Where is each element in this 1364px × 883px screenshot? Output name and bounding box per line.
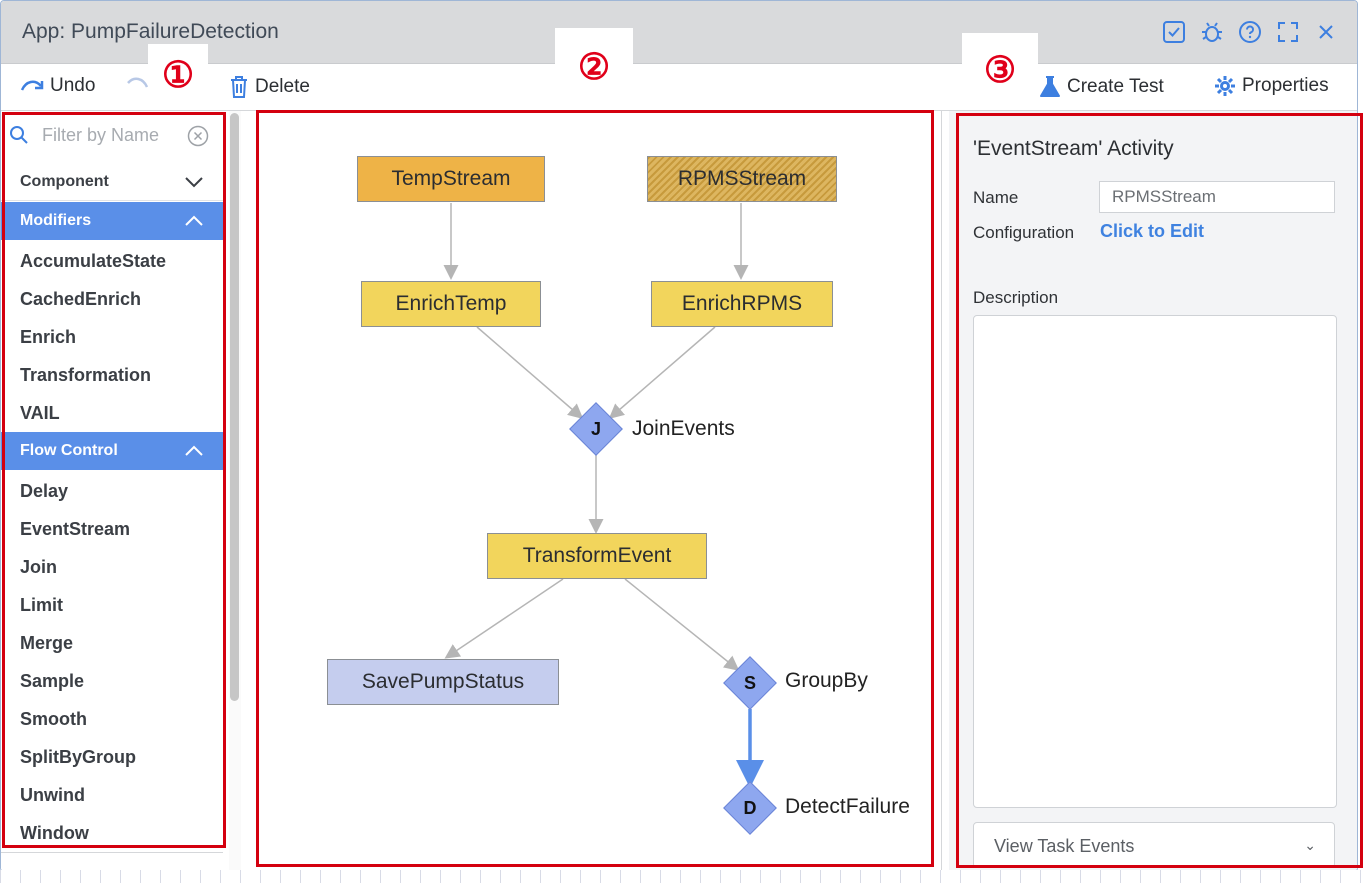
fullscreen-icon[interactable] — [1275, 19, 1301, 45]
window-title: App: PumpFailureDetection — [22, 20, 279, 43]
palette-item-delay[interactable]: Delay — [20, 481, 69, 501]
flow-canvas[interactable]: TempStream RPMSStream EnrichTemp EnrichR… — [247, 111, 942, 871]
annotation-callout-3: ③ — [962, 33, 1038, 106]
filter-placeholder: Filter by Name — [42, 125, 160, 145]
section-modifiers[interactable]: Modifiers — [1, 202, 223, 240]
node-label: GroupBy — [785, 669, 868, 692]
annotation-callout-1: ① — [148, 44, 208, 106]
canvas-grid-edge — [0, 870, 1364, 883]
node-joinevents[interactable]: J — [569, 402, 623, 456]
palette-item-eventstream[interactable]: EventStream — [20, 519, 131, 539]
view-task-events-label: View Task Events — [994, 836, 1135, 856]
redo-icon — [127, 77, 149, 88]
edge-enrichrpms-joinevents[interactable] — [608, 326, 716, 419]
name-input[interactable]: RPMSStream — [1099, 181, 1335, 213]
node-savepumpstatus[interactable]: SavePumpStatus — [327, 659, 559, 705]
view-task-events-dropdown[interactable]: View Task Events ⌄ — [973, 822, 1335, 868]
palette-item-cachedenrich[interactable]: CachedEnrich — [20, 289, 142, 309]
node-groupby[interactable]: S — [723, 656, 777, 710]
chevron-up-icon — [185, 445, 203, 456]
activity-palette: Filter by Name Component Modifiers Accum… — [1, 111, 227, 871]
node-label: DetectFailure — [785, 795, 910, 818]
node-label: JoinEvents — [632, 417, 735, 440]
undo-icon — [20, 80, 44, 91]
redo-button[interactable] — [125, 75, 149, 91]
palette-item-join[interactable]: Join — [20, 557, 58, 577]
palette-item-limit[interactable]: Limit — [20, 595, 63, 615]
clear-filter-icon[interactable] — [187, 125, 209, 147]
palette-item-vail[interactable]: VAIL — [20, 403, 60, 423]
node-type-letter: S — [743, 672, 756, 693]
node-detectfailure[interactable]: D — [723, 781, 777, 835]
chevron-down-icon: ⌄ — [1304, 837, 1316, 853]
edge-enrichtemp-joinevents[interactable] — [476, 326, 584, 419]
delete-button[interactable]: Delete — [229, 75, 310, 99]
edge-transformevent-groupby[interactable] — [624, 578, 740, 671]
palette-item-splitbygroup[interactable]: SplitByGroup — [20, 747, 136, 767]
annotation-box-1 — [2, 112, 226, 848]
flow-connectors — [443, 203, 764, 788]
create-test-button[interactable]: Create Test — [1039, 75, 1164, 99]
node-tempstream[interactable]: TempStream — [357, 156, 545, 202]
name-label: Name — [973, 188, 1019, 207]
checkbox-icon[interactable] — [1161, 19, 1187, 45]
section-label: Component — [20, 172, 109, 190]
properties-button[interactable]: Properties — [1214, 75, 1329, 97]
section-component[interactable]: Component — [1, 163, 223, 201]
undo-label: Undo — [50, 75, 96, 96]
title-bar: App: PumpFailureDetection — [1, 1, 1357, 64]
description-textarea[interactable] — [973, 315, 1337, 808]
node-rpmsstream-selected[interactable]: RPMSStream — [647, 156, 837, 202]
configuration-label: Configuration — [973, 223, 1075, 242]
node-type-letter: J — [590, 418, 601, 439]
create-test-label: Create Test — [1067, 76, 1164, 97]
palette-item-sample[interactable]: Sample — [20, 671, 85, 691]
flask-icon — [1040, 76, 1060, 97]
palette-item-unwind[interactable]: Unwind — [20, 785, 85, 805]
callout-number: ③ — [983, 48, 1017, 90]
close-icon[interactable] — [1313, 19, 1339, 45]
callout-number: ② — [577, 45, 611, 87]
search-icon — [10, 126, 28, 144]
section-label: Modifiers — [20, 212, 92, 229]
palette-item-smooth[interactable]: Smooth — [20, 709, 87, 729]
properties-panel: 'EventStream' Activity Name RPMSStream C… — [949, 111, 1357, 871]
divider — [1, 852, 223, 853]
trash-icon — [231, 76, 247, 98]
section-label: Flow Control — [20, 442, 118, 459]
node-transformevent[interactable]: TransformEvent — [487, 533, 707, 579]
gear-icon — [1215, 76, 1235, 96]
palette-item-accumulatestate[interactable]: AccumulateState — [20, 251, 167, 271]
description-label: Description — [973, 288, 1059, 307]
palette-item-enrich[interactable]: Enrich — [20, 327, 77, 347]
debug-bug-icon[interactable] — [1199, 19, 1225, 45]
toolbar: Undo Delete Create Test Properties — [1, 64, 1357, 111]
annotation-callout-2: ② — [555, 28, 633, 105]
callout-number: ① — [161, 54, 195, 95]
properties-heading: 'EventStream' Activity — [973, 137, 1174, 160]
filter-field[interactable]: Filter by Name — [9, 121, 219, 151]
palette-scrollbar-thumb[interactable] — [230, 113, 239, 701]
help-icon[interactable] — [1237, 19, 1263, 45]
section-flow-control[interactable]: Flow Control — [1, 432, 223, 470]
delete-label: Delete — [255, 76, 310, 97]
edge-transformevent-savepumpstatus[interactable] — [444, 578, 564, 659]
palette-item-merge[interactable]: Merge — [20, 633, 74, 653]
palette-item-window[interactable]: Window — [20, 823, 89, 843]
chevron-up-icon — [185, 215, 203, 226]
properties-label: Properties — [1242, 75, 1329, 96]
undo-button[interactable]: Undo — [20, 75, 95, 97]
configuration-edit-link[interactable]: Click to Edit — [1100, 221, 1205, 241]
title-bar-icons — [1161, 19, 1339, 45]
palette-item-transformation[interactable]: Transformation — [20, 365, 152, 385]
annotation-box-3 — [956, 113, 1363, 868]
annotation-box-2 — [256, 110, 934, 867]
node-enrichtemp[interactable]: EnrichTemp — [361, 281, 541, 327]
node-enrichrpms[interactable]: EnrichRPMS — [651, 281, 833, 327]
chevron-down-icon — [185, 176, 203, 187]
node-type-letter: D — [743, 797, 757, 818]
